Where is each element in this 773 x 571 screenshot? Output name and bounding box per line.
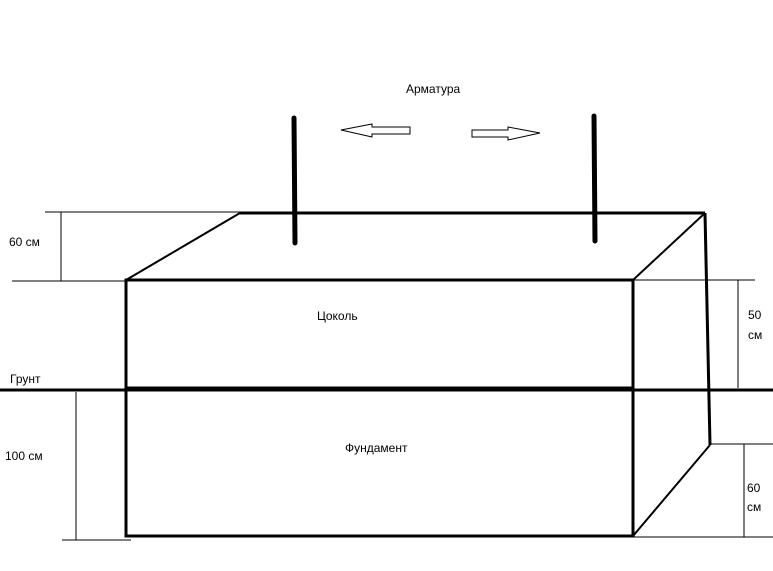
bottom-right-depth-edge [632, 444, 711, 537]
right-back-edge [703, 212, 712, 446]
dim-plinth-height-label-2: см [748, 328, 762, 342]
arrow-left-icon [340, 123, 411, 138]
dim-foundation-depth-label-2: см [747, 500, 761, 514]
arrow-right-icon [471, 126, 541, 141]
dim-foundation-height-label: 100 см [5, 449, 43, 463]
foundation-label: Фундамент [345, 441, 408, 455]
rebar-label: Арматура [406, 82, 461, 96]
dim-plinth-height-label-1: 50 [748, 308, 762, 322]
plinth-label: Цоколь [317, 309, 358, 323]
foundation-front-face [124, 386, 635, 538]
top-left-depth-edge [125, 212, 241, 281]
rebar-rod-left [291, 115, 298, 246]
plinth-front-face [124, 278, 635, 390]
rebar-rod-right [591, 113, 598, 244]
ground-label: Грунт [10, 372, 41, 386]
top-right-depth-edge [632, 212, 706, 281]
dim-top-depth-label: 60 см [9, 235, 40, 249]
dim-foundation-depth-label-1: 60 [747, 481, 761, 495]
